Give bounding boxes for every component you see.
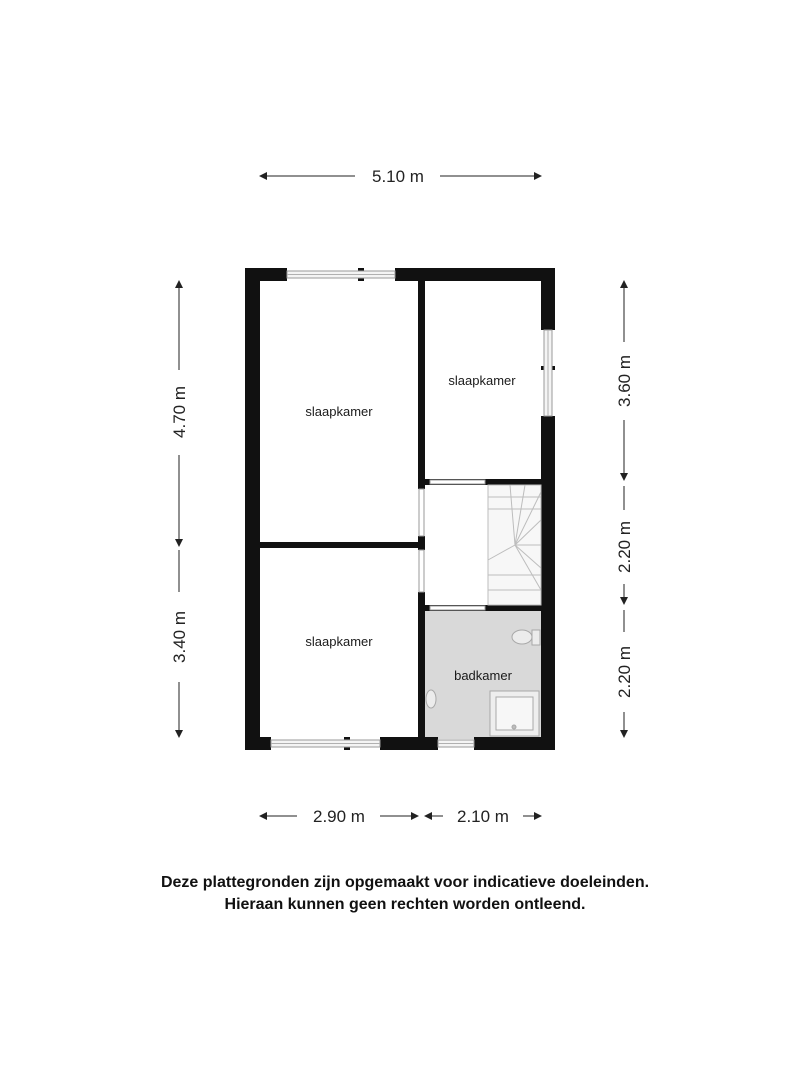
- sink-icon: [425, 689, 437, 709]
- dimension-lines: [175, 172, 628, 820]
- room-label-bedroom-large: slaapkamer: [305, 404, 373, 419]
- dimension-bottom-right: 2.10 m: [457, 807, 509, 826]
- door-openings: [418, 479, 486, 611]
- disclaimer-line-1: Deze plattegronden zijn opgemaakt voor i…: [160, 874, 650, 891]
- dimension-right-lower: 2.20 m: [615, 646, 634, 698]
- toilet-icon: [511, 629, 533, 645]
- disclaimer-line-2: Hieraan kunnen geen rechten worden ontle…: [224, 896, 586, 913]
- dimension-right-upper: 3.60 m: [615, 355, 634, 407]
- dimension-top-width: 5.10 m: [372, 167, 424, 186]
- room-label-bathroom: badkamer: [454, 668, 512, 683]
- bathroom-fixtures: [425, 629, 541, 737]
- dimension-right-middle: 2.20 m: [615, 521, 634, 573]
- disclaimer: Deze plattegronden zijn opgemaakt voor i…: [0, 872, 810, 916]
- dimension-bottom-left: 2.90 m: [313, 807, 365, 826]
- windows: [270, 270, 553, 748]
- room-label-bedroom-small: slaapkamer: [448, 373, 516, 388]
- dimension-left-lower: 3.40 m: [170, 611, 189, 663]
- room-label-bedroom-bottom: slaapkamer: [305, 634, 373, 649]
- dimension-left-upper: 4.70 m: [170, 386, 189, 438]
- staircase: [487, 484, 542, 606]
